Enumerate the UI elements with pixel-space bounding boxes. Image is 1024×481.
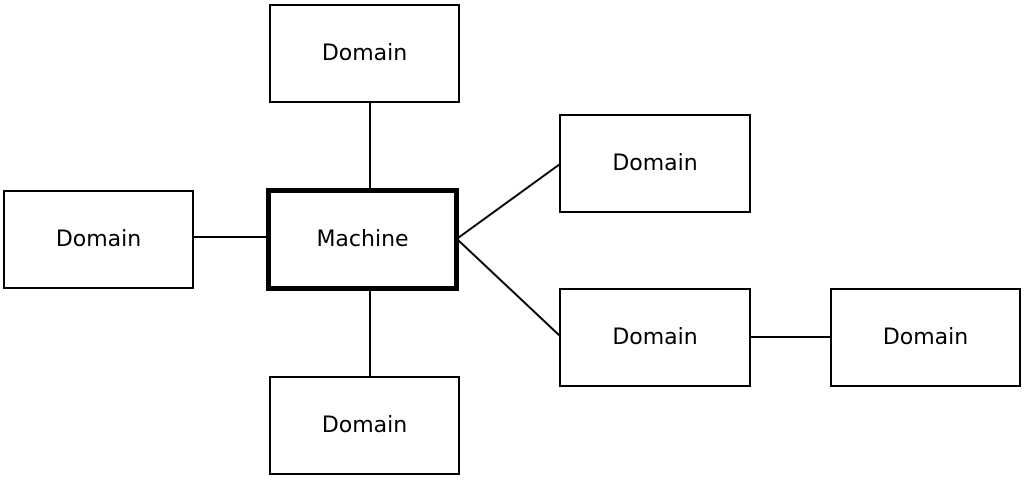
domain-node-bottom[interactable]: Domain bbox=[269, 376, 460, 475]
node-label: Domain bbox=[612, 151, 698, 176]
node-label: Domain bbox=[321, 413, 408, 438]
edge-machine-lower-right bbox=[457, 239, 561, 337]
node-label: Machine bbox=[316, 227, 409, 252]
machine-node[interactable]: Machine bbox=[266, 188, 459, 291]
node-label: Domain bbox=[612, 325, 698, 350]
domain-node-lower-right[interactable]: Domain bbox=[559, 288, 751, 387]
node-label: Domain bbox=[55, 227, 142, 252]
edge-machine-upper-right bbox=[457, 163, 561, 239]
domain-node-left[interactable]: Domain bbox=[3, 190, 194, 289]
domain-node-far-right[interactable]: Domain bbox=[830, 288, 1021, 387]
domain-node-top[interactable]: Domain bbox=[269, 4, 460, 103]
node-label: Domain bbox=[321, 41, 408, 66]
node-label: Domain bbox=[882, 325, 969, 350]
domain-node-upper-right[interactable]: Domain bbox=[559, 114, 751, 213]
